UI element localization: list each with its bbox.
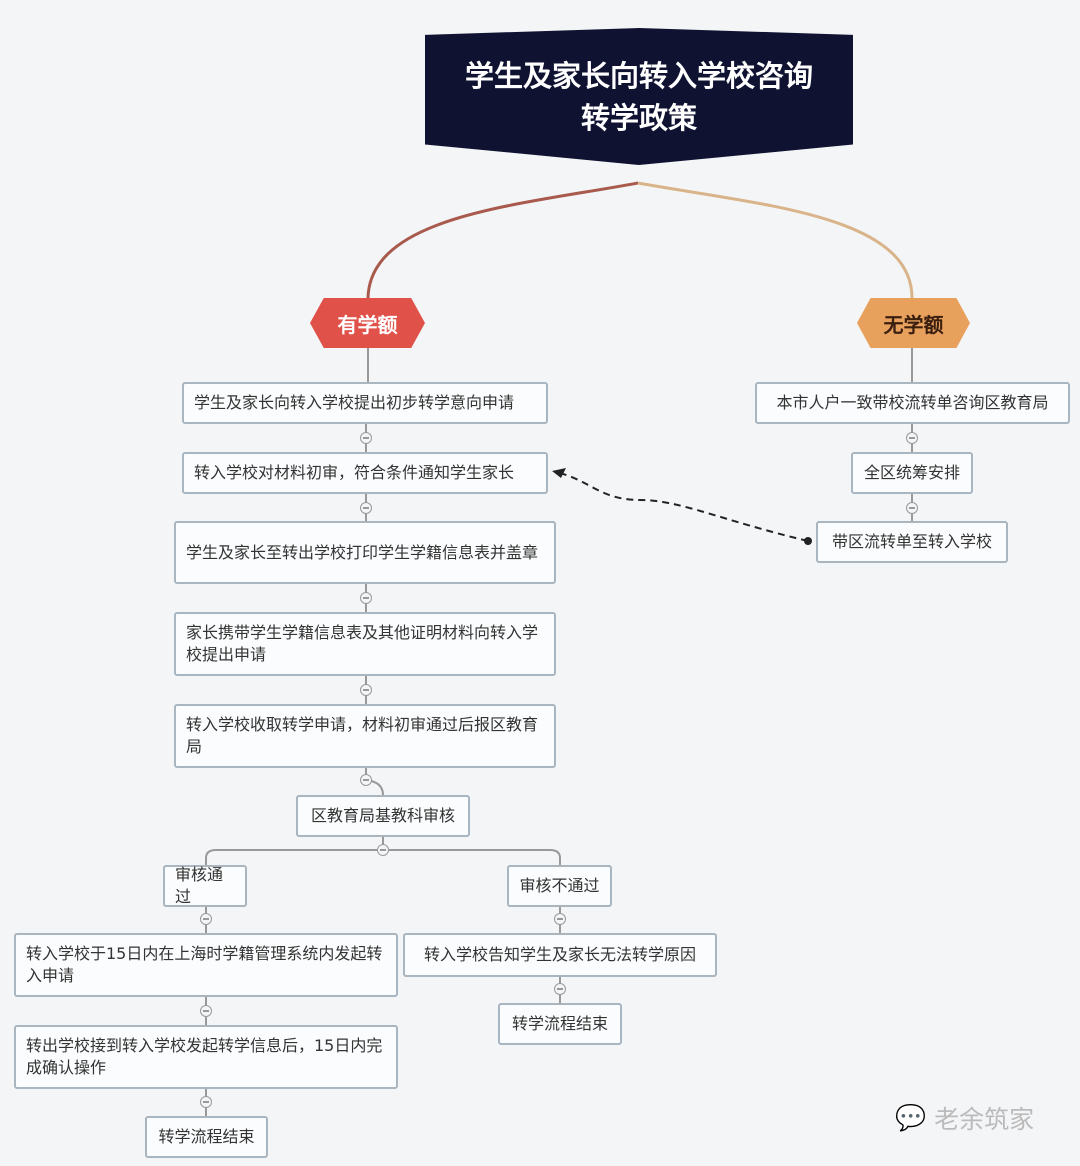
right-step-1: 本市人户一致带校流转单咨询区教育局: [755, 382, 1070, 424]
branch-has-quota: 有学额: [310, 298, 425, 348]
watermark: 💬 老余筑家: [895, 1100, 1034, 1136]
collapse-icon[interactable]: [360, 502, 372, 514]
fail-step-1: 转入学校告知学生及家长无法转学原因: [403, 933, 717, 977]
title-line2: 转学政策: [580, 100, 697, 135]
collapse-icon[interactable]: [360, 684, 372, 696]
step-2: 转入学校对材料初审，符合条件通知学生家长: [182, 452, 548, 494]
step-4: 家长携带学生学籍信息表及其他证明材料向转入学校提出申请: [174, 612, 556, 676]
root-topic: 学生及家长向转入学校咨询 转学政策: [425, 28, 853, 165]
collapse-icon[interactable]: [554, 983, 566, 995]
watermark-text: 老余筑家: [934, 1105, 1035, 1134]
collapse-icon[interactable]: [360, 432, 372, 444]
step-6-review: 区教育局基教科审核: [296, 795, 470, 837]
collapse-icon[interactable]: [200, 1005, 212, 1017]
fail-end: 转学流程结束: [498, 1003, 622, 1045]
collapse-icon[interactable]: [360, 774, 372, 786]
step-3: 学生及家长至转出学校打印学生学籍信息表并盖章: [174, 521, 556, 584]
collapse-icon[interactable]: [360, 592, 372, 604]
step-1: 学生及家长向转入学校提出初步转学意向申请: [182, 382, 548, 424]
review-fail: 审核不通过: [507, 865, 612, 907]
collapse-icon[interactable]: [906, 502, 918, 514]
wechat-icon: 💬: [895, 1103, 927, 1132]
pass-step-2: 转出学校接到转入学校发起转学信息后，15日内完成确认操作: [14, 1025, 398, 1089]
collapse-icon[interactable]: [200, 913, 212, 925]
pass-end: 转学流程结束: [145, 1116, 268, 1158]
collapse-icon[interactable]: [906, 432, 918, 444]
review-pass: 审核通过: [163, 865, 247, 907]
branch-no-quota: 无学额: [857, 298, 970, 348]
right-step-2: 全区统筹安排: [851, 452, 973, 494]
step-5: 转入学校收取转学申请，材料初审通过后报区教育局: [174, 704, 556, 768]
pass-step-1: 转入学校于15日内在上海时学籍管理系统内发起转入申请: [14, 933, 398, 997]
right-step-3: 带区流转单至转入学校: [816, 521, 1008, 563]
collapse-icon[interactable]: [377, 844, 389, 856]
collapse-icon[interactable]: [200, 1096, 212, 1108]
title-line1: 学生及家长向转入学校咨询: [464, 58, 813, 93]
collapse-icon[interactable]: [554, 913, 566, 925]
